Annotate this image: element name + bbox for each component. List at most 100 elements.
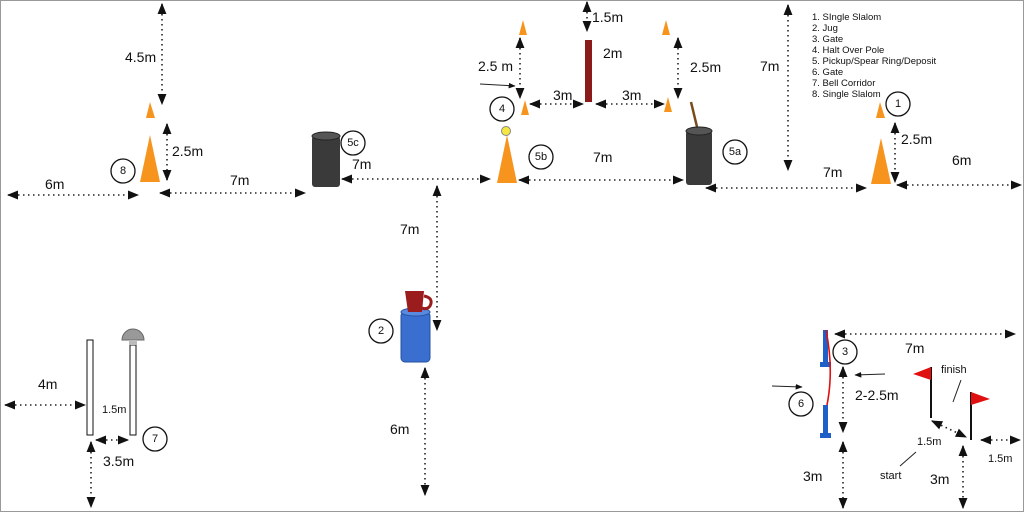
legend-item: 3. Gate bbox=[812, 34, 843, 45]
gate-base bbox=[820, 362, 831, 367]
dim-label: 1.5m bbox=[592, 9, 623, 25]
station-number: 5b bbox=[535, 151, 547, 163]
dim-label: 3m bbox=[622, 87, 641, 103]
dim-arrow bbox=[930, 420, 968, 438]
dim-label: 7m bbox=[905, 340, 924, 356]
station-2-jug: 2 6m bbox=[368, 291, 433, 497]
cone-icon bbox=[664, 97, 672, 112]
drum-icon bbox=[312, 136, 340, 187]
station-number: 3 bbox=[842, 346, 848, 358]
gate-base bbox=[820, 433, 831, 438]
station-number: 7 bbox=[152, 433, 158, 445]
station-marker bbox=[142, 426, 168, 452]
dim-label: 2.5 m bbox=[478, 58, 513, 74]
flag-icon bbox=[971, 392, 990, 405]
legend-item: 4. Halt Over Pole bbox=[812, 45, 884, 56]
legend-item: 8. Single Slalom bbox=[812, 89, 881, 100]
dim-label: 7m bbox=[760, 58, 779, 74]
dim-label: 3m bbox=[930, 471, 949, 487]
station-marker bbox=[832, 339, 858, 365]
spear-icon bbox=[689, 101, 700, 132]
dim-label: 1.5m bbox=[917, 436, 941, 448]
station-number: 1 bbox=[895, 98, 901, 110]
dim-label: 1.5m bbox=[102, 404, 126, 416]
dim-label: 7m bbox=[593, 149, 612, 165]
station-5a-drum: 5a 7m 7m bbox=[685, 3, 868, 193]
station-7-bell-corridor: 1.5m 3.5m 4m 7 bbox=[3, 328, 168, 509]
jug-handle bbox=[421, 294, 433, 311]
cone-icon bbox=[662, 20, 670, 35]
station-5b-cone: 5b 7m bbox=[497, 126, 685, 185]
station-marker bbox=[722, 139, 748, 165]
dim-label: 3m bbox=[803, 468, 822, 484]
finish-label: finish bbox=[941, 364, 967, 376]
legend-item: 1. SIngle Slalom bbox=[812, 12, 881, 23]
dim-label: 7m bbox=[352, 156, 371, 172]
dim-label: 4.5m bbox=[125, 49, 156, 65]
dim-label: 7m bbox=[230, 172, 249, 188]
corridor-pole bbox=[129, 344, 137, 436]
cone-icon bbox=[497, 135, 517, 183]
drum-top bbox=[311, 131, 341, 141]
dim-label: 1.5m bbox=[988, 453, 1012, 465]
start-label: start bbox=[880, 470, 901, 482]
legend-item: 5. Pickup/Spear Ring/Deposit bbox=[812, 56, 936, 67]
station-marker bbox=[885, 91, 911, 117]
cone-icon bbox=[521, 100, 529, 115]
legend-item: 2. Jug bbox=[812, 23, 838, 34]
pointer-line bbox=[952, 379, 962, 403]
drum-top bbox=[685, 126, 713, 136]
dim-label: 2.5m bbox=[172, 143, 203, 159]
station-number: 5a bbox=[729, 146, 742, 158]
station-marker bbox=[489, 96, 515, 122]
pointer-arrow bbox=[771, 383, 803, 390]
legend-item: 7. Bell Corridor bbox=[812, 78, 875, 89]
gate-post bbox=[823, 405, 828, 438]
station-number: 8 bbox=[120, 165, 126, 177]
legend-item: 6. Gate bbox=[812, 67, 843, 78]
station-4-halt-over-pole: 2.5 m 1.5m 2m 3m 3m 2.5m 4 bbox=[478, 0, 721, 122]
dim-label: 2.5m bbox=[690, 59, 721, 75]
cone-icon bbox=[519, 20, 527, 35]
dim-label: 6m bbox=[390, 421, 409, 437]
station-marker bbox=[340, 130, 366, 156]
station-number: 5c bbox=[347, 137, 359, 149]
bell-clapper bbox=[129, 340, 137, 345]
station-5c-drum: 5c 7m 7m bbox=[311, 130, 492, 332]
jug-icon bbox=[405, 291, 424, 312]
station-marker bbox=[368, 318, 394, 344]
legend: 1. SIngle Slalom 2. Jug 3. Gate 4. Halt … bbox=[812, 12, 936, 100]
halt-pole-icon bbox=[585, 40, 592, 102]
station-marker bbox=[528, 144, 554, 170]
gate-post bbox=[823, 330, 828, 364]
bell-icon bbox=[121, 328, 145, 341]
cone-icon bbox=[146, 102, 155, 118]
pointer-line bbox=[899, 451, 917, 467]
dim-label: 3m bbox=[553, 87, 572, 103]
dim-label: 7m bbox=[823, 164, 842, 180]
dim-label: 2-2.5m bbox=[855, 387, 899, 403]
dim-label: 6m bbox=[952, 152, 971, 168]
cone-icon bbox=[871, 138, 891, 184]
flag-icon bbox=[913, 367, 931, 380]
corridor-pole bbox=[86, 339, 94, 436]
station-marker bbox=[788, 391, 814, 417]
dim-label: 2.5m bbox=[901, 131, 932, 147]
dim-label: 3.5m bbox=[103, 453, 134, 469]
ring-icon bbox=[501, 126, 511, 136]
pointer-arrow bbox=[854, 371, 886, 378]
station-number: 4 bbox=[499, 103, 505, 115]
station-number: 6 bbox=[798, 398, 804, 410]
dim-label: 2m bbox=[603, 45, 622, 61]
barrel-icon bbox=[400, 311, 431, 363]
station-number: 2 bbox=[378, 325, 384, 337]
drum-icon bbox=[686, 131, 712, 185]
dim-label: 6m bbox=[45, 176, 64, 192]
cone-icon bbox=[876, 102, 885, 118]
station-3-6-gate: 3 6 7m 2-2.5m 3m bbox=[771, 329, 1017, 510]
station-1-slalom: 1 2.5m 6m bbox=[871, 91, 1023, 190]
cone-icon bbox=[140, 135, 160, 182]
gate-rope bbox=[825, 329, 832, 406]
start-finish: finish 1.5m start 3m 1.5m bbox=[880, 364, 1022, 510]
